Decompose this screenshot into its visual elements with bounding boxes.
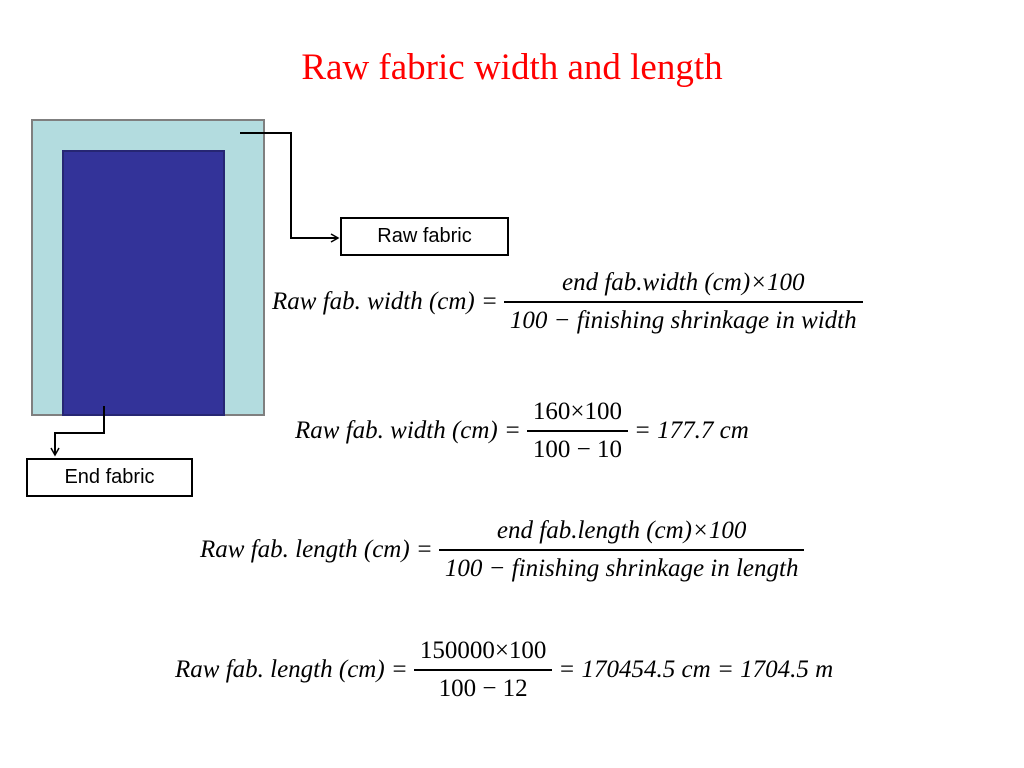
raw-length-formula: Raw fab. length (cm) = end fab.length (c… <box>200 516 810 584</box>
numerator: 160×100 <box>532 398 622 425</box>
equation-result: = 177.7 cm <box>634 416 749 444</box>
end-fabric-label: End fabric <box>26 458 193 497</box>
fraction: 150000×100 100 − 12 <box>413 636 553 704</box>
numerator: 150000×100 <box>419 637 547 664</box>
fraction-bar <box>438 549 805 551</box>
numerator: end fab.width (cm)×100 <box>562 269 805 296</box>
denominator: 100 − finishing shrinkage in width <box>509 306 857 334</box>
fraction: end fab.length (cm)×100 100 − finishing … <box>438 516 805 584</box>
raw-fabric-label: Raw fabric <box>340 217 509 256</box>
equation-lhs: Raw fab. width (cm) = <box>295 416 521 444</box>
fraction-bar <box>503 301 863 303</box>
raw-length-calculation: Raw fab. length (cm) = 150000×100 100 − … <box>175 636 833 704</box>
numerator: end fab.length (cm)×100 <box>496 517 747 544</box>
end-fabric-arrow <box>50 406 105 457</box>
raw-width-formula: Raw fab. width (cm) = end fab.width (cm)… <box>272 268 869 336</box>
denominator: 100 − 10 <box>532 435 622 463</box>
fraction: 160×100 100 − 10 <box>526 397 628 465</box>
fraction: end fab.width (cm)×100 100 − finishing s… <box>503 268 863 336</box>
fraction-bar <box>526 430 628 432</box>
raw-fabric-arrow <box>240 132 340 243</box>
equation-lhs: Raw fab. length (cm) = <box>200 535 433 563</box>
raw-width-calculation: Raw fab. width (cm) = 160×100 100 − 10 =… <box>295 397 749 465</box>
equation-result: = 170454.5 cm = 1704.5 m <box>558 655 834 683</box>
slide-title: Raw fabric width and length <box>301 47 723 88</box>
fraction-bar <box>413 669 553 671</box>
equation-lhs: Raw fab. length (cm) = <box>175 655 408 683</box>
end-fabric-rect <box>62 150 225 416</box>
denominator: 100 − 12 <box>438 674 528 702</box>
equation-lhs: Raw fab. width (cm) = <box>272 287 498 315</box>
denominator: 100 − finishing shrinkage in length <box>444 554 799 582</box>
